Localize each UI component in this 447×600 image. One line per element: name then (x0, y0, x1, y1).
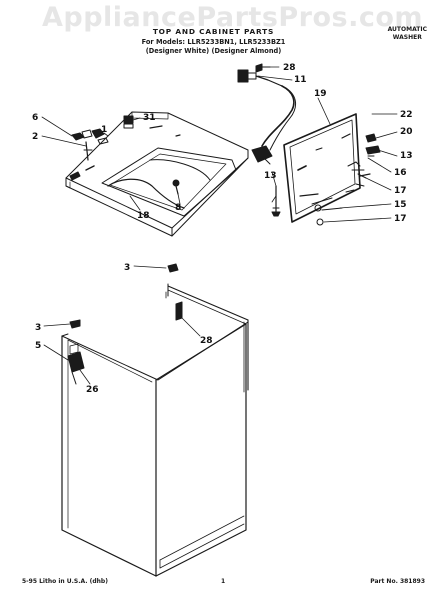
callout-16: 16 (394, 168, 407, 178)
callout-28-lower: 28 (200, 336, 213, 346)
page-number: 1 (221, 578, 226, 585)
hinge-hardware (71, 128, 109, 161)
washer-lid (283, 113, 367, 223)
callout-22: 22 (400, 110, 413, 120)
callout-3-lower: 3 (35, 323, 41, 333)
watermark: AppliancePartsPros.com (42, 2, 424, 33)
lid-clip (123, 115, 134, 129)
diagram-title: TOP AND CABINET PARTS (152, 27, 275, 36)
callout-18: 18 (137, 211, 150, 221)
callout-20: 20 (400, 127, 413, 137)
callout-15: 15 (394, 200, 407, 210)
callout-11: 11 (294, 75, 307, 85)
callout-5: 5 (35, 341, 41, 351)
cabinet-screws (67, 263, 183, 385)
callout-26: 26 (86, 385, 99, 395)
model-list: For Models: LLR5233BN1, LLR5233BZ1 (141, 38, 286, 46)
callout-17-upper: 17 (394, 186, 407, 196)
callout-17-lower: 17 (394, 214, 407, 224)
callout-19: 19 (314, 89, 327, 99)
lid-hinge-pin (271, 185, 281, 217)
color-list: (Designer White) (Designer Almond) (145, 47, 282, 55)
callout-8: 8 (175, 203, 181, 213)
callout-3-upper: 3 (124, 263, 130, 273)
center-screw (172, 179, 180, 195)
washer-top (65, 111, 249, 237)
washer-cabinet (61, 283, 249, 577)
part-number: Part No. 381893 (370, 578, 425, 585)
callout-13-right: 13 (400, 151, 413, 161)
callout-1: 1 (101, 125, 107, 135)
print-info: 5-95 Litho in U.S.A. (dhb) (22, 578, 108, 585)
lid-hinge-wire (107, 159, 211, 209)
callout-2: 2 (32, 132, 38, 142)
callout-31: 31 (143, 113, 156, 123)
appliance-type: AUTOMATIC WASHER (388, 26, 427, 42)
callout-13-left: 13 (264, 171, 277, 181)
appliance-type-line1: AUTOMATIC (387, 26, 427, 33)
lid-switch-harness (237, 63, 296, 165)
callout-28-upper: 28 (283, 63, 296, 73)
callout-6: 6 (32, 113, 38, 123)
appliance-type-line2: WASHER (392, 34, 422, 41)
callout-leaders (41, 66, 398, 385)
lid-hardware (314, 133, 381, 226)
